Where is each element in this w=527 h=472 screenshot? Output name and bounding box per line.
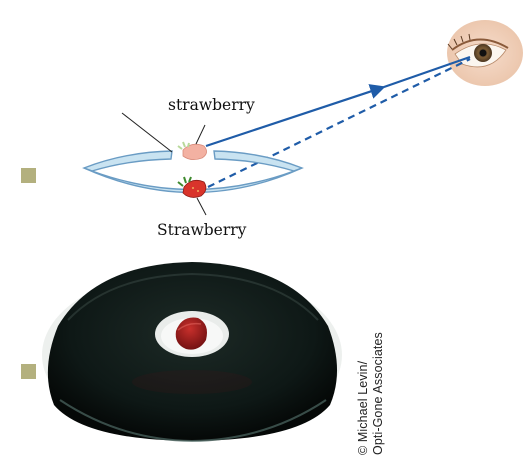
pointer-line — [122, 113, 172, 152]
strawberry-image-icon — [178, 142, 207, 160]
mirage-photo — [42, 262, 342, 441]
strawberry-icon — [178, 177, 206, 197]
image-strawberry-label: strawberry — [168, 96, 255, 114]
eye-icon — [447, 20, 523, 86]
object-label-leader — [197, 198, 206, 215]
virtual-ray-dashed — [208, 59, 470, 187]
photo-credit-line1: © Michael Levin/ — [356, 332, 371, 455]
photo-credit-line2: Opti-Gone Associates — [371, 332, 386, 455]
object-strawberry-label: Strawberry — [157, 221, 247, 239]
image-label-leader — [196, 125, 205, 144]
photo-credit: © Michael Levin/ Opti-Gone Associates — [356, 332, 386, 455]
square-marker-icon — [21, 168, 36, 183]
square-marker-icon — [21, 364, 36, 379]
